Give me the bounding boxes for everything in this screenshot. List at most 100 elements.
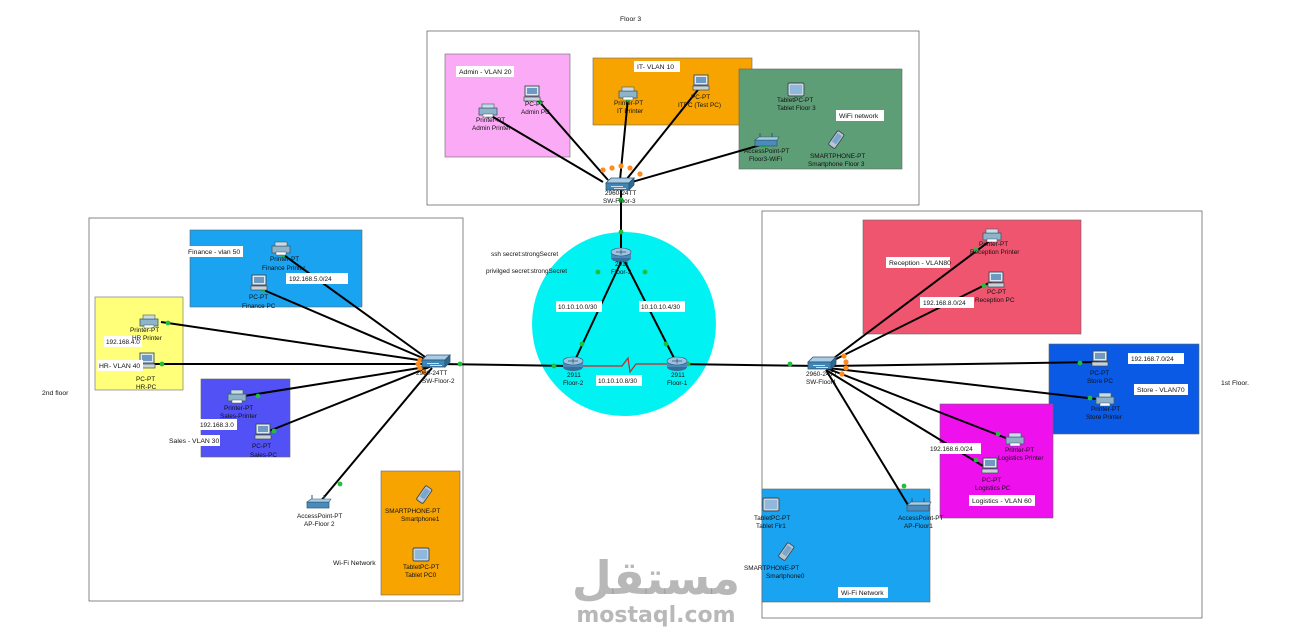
it-printer-name: IT Printer <box>617 108 644 115</box>
phone-floor2-name: Smartphone1 <box>401 516 440 523</box>
logistics-pc-name: Logistics PC <box>975 485 1011 492</box>
store-printer-name: Store Printer <box>1086 414 1123 421</box>
link-sales-printer <box>237 365 433 398</box>
router-floor2-icon[interactable] <box>562 356 584 372</box>
switch-floor2-name: SW-Floor-2 <box>422 378 455 385</box>
link-sales-pc <box>263 365 433 434</box>
router-floor1-icon[interactable] <box>666 356 688 372</box>
admin-pc-name: Admin PC <box>521 109 550 116</box>
router-floor1-name: Floor-1 <box>667 380 688 387</box>
tablet-floor1-icon[interactable] <box>762 497 780 512</box>
link-ap-floor2 <box>319 367 433 503</box>
link-right-subnet-label: 10.10.10.4/30 <box>641 304 681 311</box>
reception-subnet-label: 192.168.8.0/24 <box>923 300 966 307</box>
reception-printer-type: Printer-PT <box>979 241 1008 248</box>
finance-pc-type: PC-PT <box>249 294 268 301</box>
switch-floor3-name: SW-Floor-3 <box>603 198 636 205</box>
ap-floor3-name: Floor3-WiFi <box>749 156 782 163</box>
link-reception-pc <box>825 279 996 365</box>
switch-floor1-icon[interactable] <box>807 356 837 370</box>
reception-pc-type: PC-PT <box>987 289 1006 296</box>
switch-floor3-icon[interactable] <box>605 177 635 191</box>
finance-printer-icon[interactable] <box>271 241 291 256</box>
logistics-subnet-label: 192.168.6.0/24 <box>930 446 973 453</box>
it-pc-icon[interactable] <box>692 74 710 91</box>
link-ap-floor3 <box>631 143 765 183</box>
privileged-secret-label: privilged secret:strongSecret <box>486 268 567 275</box>
store-pc-icon[interactable] <box>1091 350 1109 367</box>
hr-pc-name: HR-PC <box>136 384 157 391</box>
reception-pc-name: Reception PC <box>975 297 1015 304</box>
logistics-pc-type: PC-PT <box>982 477 1001 484</box>
watermark-latin: mostaql.com <box>576 603 735 628</box>
hr-printer-name: HR Printer <box>132 335 163 342</box>
switch-floor2-icon[interactable] <box>421 354 451 368</box>
tablet-floor1-name: Tablet Flr1 <box>756 523 786 530</box>
finance-pc-name: Finance PC <box>242 303 276 310</box>
link-reception-printer <box>825 239 992 365</box>
sales-printer-name: Sales-Printer <box>220 413 258 420</box>
link-logistics-printer <box>825 367 1012 441</box>
ap-floor2-type: AccessPoint-PT <box>297 513 343 520</box>
tablet-floor3-icon[interactable] <box>787 82 805 97</box>
area-labels: Admin - VLAN 20 IT- VLAN 10 WiFi network… <box>97 61 1188 598</box>
link-ap-floor1 <box>825 369 909 506</box>
it-printer-icon[interactable] <box>618 86 638 101</box>
tablet-floor2-type: TabletPC-PT <box>403 564 439 571</box>
link-bottom-subnet-label: 10.10.10.8/30 <box>598 378 638 385</box>
floor2-label: 2nd floor <box>42 390 69 397</box>
router-floor3-icon[interactable] <box>610 247 632 263</box>
tablet-floor2-icon[interactable] <box>412 547 430 562</box>
logistics-printer-name: Logistics Printer <box>998 455 1044 462</box>
ssh-secret-label: ssh secret:strongSecret <box>491 251 558 258</box>
hr-subnet-label: 192.168.4.0 <box>106 339 140 346</box>
finance-pc-icon[interactable] <box>250 274 268 291</box>
sales-printer-type: Printer-PT <box>224 405 253 412</box>
reception-printer-name: Reception Printer <box>970 249 1020 256</box>
switch-floor2-type: 2960-24TT <box>416 370 447 377</box>
admin-printer-name: Admin Printer <box>472 125 512 132</box>
subnet-labels: 192.168.5.0/24 192.168.4.0 192.168.3.0 1… <box>104 273 1184 454</box>
sales-pc-type: PC-PT <box>252 443 271 450</box>
switch-floor1-name: SW-Floor1 <box>806 379 837 386</box>
hr-pc-type: PC-PT <box>136 376 155 383</box>
device-labels: Printer-PT Admin Printer PC-PT Admin PC … <box>130 94 1123 580</box>
admin-printer-icon[interactable] <box>478 103 498 118</box>
links <box>154 85 1106 506</box>
phone-floor3-name: Smartphone Floor 3 <box>808 161 865 168</box>
reception-pc-icon[interactable] <box>987 271 1005 288</box>
admin-pc-icon[interactable] <box>523 85 541 102</box>
finance-printer-type: Printer-PT <box>270 256 299 263</box>
it-pc-type: PC-PT <box>691 94 710 101</box>
ap-floor2-name: AP-Floor 2 <box>304 521 335 528</box>
logistics-printer-icon[interactable] <box>1005 432 1025 447</box>
switch-floor1-type: 2960-24TT <box>806 371 837 378</box>
router-floor3-type: 2911 <box>615 261 629 268</box>
reception-vlan-label: Reception - VLAN80 <box>889 260 951 267</box>
phone-floor2-type: SMARTPHONE-PT <box>385 508 440 515</box>
tablet-floor2-name: Tablet PC0 <box>405 572 437 579</box>
store-pc-name: Store PC <box>1087 378 1113 385</box>
router-floor2-name: Floor-2 <box>563 380 584 387</box>
sales-pc-icon[interactable] <box>254 423 272 440</box>
sales-subnet-label: 192.168.3.0 <box>200 422 234 429</box>
finance-printer-name: Finance Printer <box>262 265 306 272</box>
admin-vlan-label: Admin - VLAN 20 <box>459 69 512 76</box>
it-vlan-label: IT- VLAN 10 <box>637 64 674 71</box>
tablet-floor1-type: TabletPC-PT <box>754 515 790 522</box>
router-floor1-type: 2911 <box>671 372 685 379</box>
sales-pc-name: Sales-PC <box>250 452 277 459</box>
link-store-printer <box>827 367 1106 401</box>
area-wifi2 <box>380 470 461 596</box>
ap-floor1-name: AP-Floor1 <box>904 523 933 530</box>
logistics-pc-icon[interactable] <box>981 457 999 474</box>
link-hr-printer <box>160 321 433 363</box>
admin-printer-type: Printer-PT <box>476 117 505 124</box>
store-subnet-label: 192.168.7.0/24 <box>1131 356 1174 363</box>
sales-vlan-label: Sales - VLAN 30 <box>169 438 219 445</box>
serial-link-router2-router1 <box>582 356 668 374</box>
finance-vlan-label: Finance - vlan 50 <box>188 249 240 256</box>
watermark-arabic: مستقل <box>572 551 740 605</box>
hr-vlan-label: HR- VLAN 40 <box>99 363 140 370</box>
